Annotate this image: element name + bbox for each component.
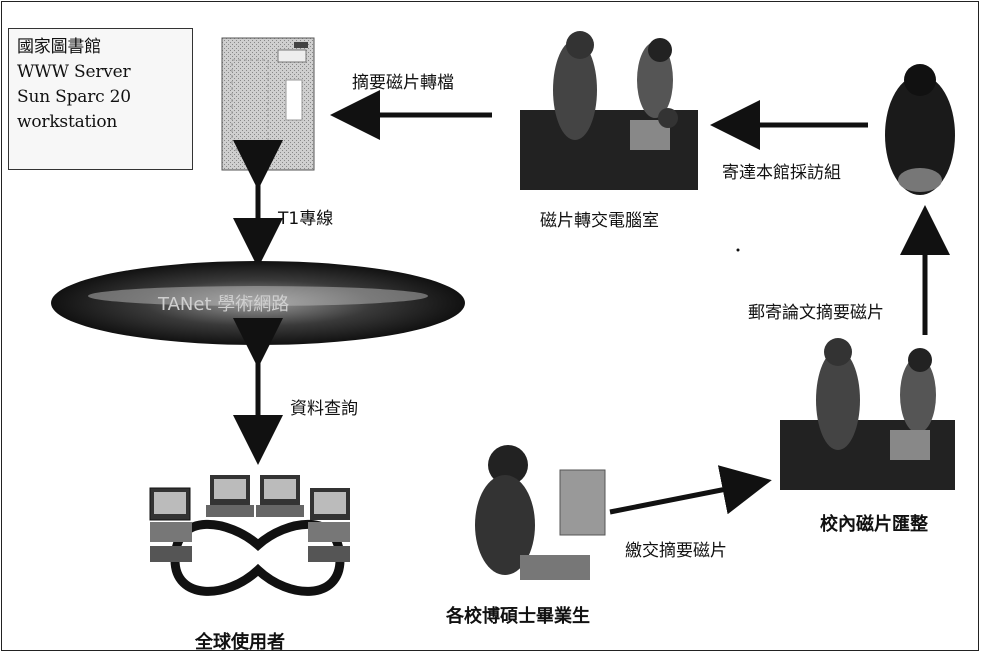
edge-label-t1: T1專線	[278, 209, 334, 229]
network-cloud	[51, 261, 465, 345]
server-line-model: Sun Sparc 20	[17, 87, 131, 107]
server-line-library: 國家圖書館	[17, 37, 101, 57]
edge-label-query: 資料查詢	[290, 399, 358, 419]
server-tower-icon	[221, 37, 315, 171]
stray-dot	[736, 248, 740, 252]
edge-label-submit: 繳交摘要磁片	[625, 541, 727, 561]
edge-label-mail: 郵寄論文摘要磁片	[748, 303, 884, 323]
edge-label-transfer: 摘要磁片轉檔	[352, 73, 454, 93]
server-info-box: 國家圖書館 WWW Server Sun Sparc 20 workstatio…	[8, 28, 193, 170]
node-label-graduates: 各校博碩士畢業生	[446, 606, 590, 627]
cloud-label: TANet 學術網路	[158, 294, 290, 315]
computer-room-photo	[520, 31, 698, 192]
campus-collection-photo	[780, 338, 955, 490]
acquisitions-person-icon	[885, 64, 955, 195]
server-line-www: WWW Server	[17, 62, 131, 82]
arrow-submit	[609, 465, 772, 515]
global-users-network-icon	[149, 475, 350, 596]
graduate-student-photo	[468, 445, 608, 595]
server-line-type: workstation	[17, 112, 118, 132]
node-label-campus: 校內磁片匯整	[820, 514, 928, 535]
node-label-global-users: 全球使用者	[195, 632, 285, 653]
edge-label-acquisitions: 寄達本館採訪組	[722, 163, 841, 183]
node-label-computer-room: 磁片轉交電腦室	[540, 211, 659, 231]
